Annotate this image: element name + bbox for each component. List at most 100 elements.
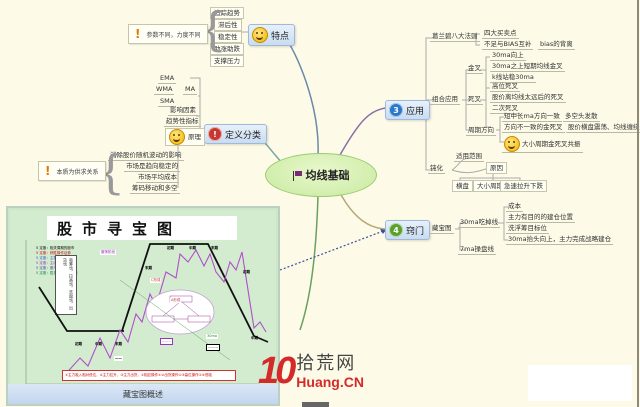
reason-item[interactable]: 大小周期: [473, 180, 507, 192]
note-features[interactable]: ! 参数不同，力度不同: [128, 24, 208, 44]
chart-annotation: ——: [114, 356, 123, 361]
legend-line: 5 定股：股市跨越结构: [36, 266, 71, 270]
ma-type[interactable]: EMA: [158, 74, 177, 84]
golden-cross[interactable]: 金叉: [466, 64, 483, 74]
golden-cross-item[interactable]: k线站稳30ma: [490, 73, 536, 83]
phase-label: 中期: [95, 342, 102, 346]
topic-features-label: 特点: [271, 31, 290, 42]
chart-annotation: --------: [206, 344, 221, 351]
legend-line: 5 定股：获胜操作证券: [36, 251, 71, 255]
principle-item[interactable]: 市场平均成本: [136, 173, 179, 183]
chart-annotation: A形成: [170, 298, 182, 303]
chart-annotation: 30ma: [206, 334, 219, 339]
death-cross-item[interactable]: 二次死叉: [490, 104, 520, 114]
period-item[interactable]: 方向不一致的金死叉: [502, 123, 565, 133]
window-border: [637, 0, 639, 407]
passivation-reason[interactable]: 原因: [486, 162, 507, 174]
death-cross-item[interactable]: 高位死叉: [490, 82, 520, 92]
granville-item[interactable]: 不足与BIAS互补: [482, 40, 534, 50]
feature-item[interactable]: 稳定性: [214, 31, 242, 43]
principle-label: 原理: [188, 133, 201, 141]
period-note[interactable]: 股价横盘震荡、均线缠绕: [566, 123, 640, 133]
death-cross-item[interactable]: 股价离均线太远后的死叉: [490, 93, 566, 103]
number-3-icon: 3: [389, 103, 403, 117]
principle-item[interactable]: 市场是趋向稳定的: [124, 162, 180, 172]
topic-application-label: 应用: [406, 106, 425, 117]
number-4-icon: 4: [389, 223, 403, 237]
logo-10: 10: [258, 350, 296, 392]
exclamation-icon: !: [45, 164, 51, 178]
principle-node[interactable]: 原理: [165, 128, 205, 146]
watermark-logo: 10 拾荒网 Huang.CN: [258, 352, 364, 390]
treasure-map-canvas: 股市寻宝图 5 定股：相关周期的股市 5 定股：获胜操作证券 5 定股：主要需要…: [10, 210, 276, 385]
legend-line: 5 定股：相关周期的股市: [36, 246, 75, 250]
period-item-label: 大小周期金死叉共振: [522, 139, 581, 148]
feature-item[interactable]: 支撑压力: [210, 55, 244, 67]
chart-annotation: C形成: [150, 278, 162, 283]
ma-label[interactable]: MA: [183, 85, 198, 95]
topic-definition[interactable]: ! 定义分类: [204, 124, 268, 144]
ma30-item[interactable]: 洗浮筹目标位: [506, 224, 549, 234]
combo-application[interactable]: 组合应用: [430, 95, 460, 105]
definition-item[interactable]: 趋势性指标: [164, 117, 201, 127]
principle-item[interactable]: 消除股价随机波动的影响: [108, 151, 184, 161]
topic-application[interactable]: 3 应用: [385, 100, 431, 120]
feature-item[interactable]: 助涨助跌: [210, 43, 244, 55]
phase-label: 初期: [167, 246, 174, 250]
flag-icon: [292, 170, 302, 181]
laugh-icon: [504, 136, 520, 152]
central-topic-label: 均线基础: [305, 169, 350, 182]
chart-annotation: 震荡阶段: [100, 250, 116, 255]
ma30-item[interactable]: 成本: [506, 202, 523, 212]
note-text: 参数不同，力度不同: [146, 31, 201, 39]
reason-item[interactable]: 急速拉升下跌: [500, 180, 547, 192]
ma30-item[interactable]: 主力有目的的建仓位置: [506, 213, 575, 223]
topic-trick-label: 窍门: [406, 226, 425, 237]
vertical-note: 吸筹也，拉高也，洗盘也，出货也: [55, 255, 77, 315]
granville-rules[interactable]: 葛兰碧八大法则: [430, 32, 480, 42]
market-cycle-chart: [61, 243, 269, 379]
ma7-line[interactable]: 7ma操盘线: [458, 245, 496, 255]
laugh-icon: [169, 129, 185, 145]
topic-trick[interactable]: 4 窍门: [385, 220, 431, 240]
principle-item[interactable]: 筹码移动和多空: [130, 184, 180, 194]
treasure-map-image[interactable]: 股市寻宝图 5 定股：相关周期的股市 5 定股：获胜操作证券 5 定股：主要需要…: [6, 206, 280, 406]
passivation-scope[interactable]: 适用范围: [454, 152, 484, 162]
definition-item[interactable]: 影响因素: [168, 106, 198, 116]
treasure-map-title: 股市寻宝图: [47, 216, 237, 240]
granville-item[interactable]: 四大买卖点: [482, 29, 519, 39]
phase-label: 初期: [75, 342, 82, 346]
watermark-name: 拾荒网: [296, 353, 357, 374]
feature-item[interactable]: 滞后性: [214, 19, 242, 31]
passivation[interactable]: 钝化: [428, 164, 445, 174]
scroll-stub: [302, 402, 329, 407]
ma30-line[interactable]: 30ma吃掉线: [458, 218, 501, 228]
reason-item[interactable]: 横盘: [452, 180, 473, 192]
note-principle[interactable]: ! 本质为供求关系: [38, 161, 106, 181]
period-direction[interactable]: 周期方向: [466, 126, 496, 136]
ma-type[interactable]: WMA: [154, 85, 175, 95]
bias-divergence[interactable]: bias的背离: [538, 40, 575, 50]
golden-cross-item[interactable]: 30ma向上: [490, 51, 526, 61]
feature-item[interactable]: 追踪趋势: [210, 7, 244, 19]
phase-label: 中期: [251, 336, 258, 340]
treasure-map-caption: 藏宝图概述: [8, 384, 278, 404]
number-1-icon: !: [208, 127, 222, 141]
phase-label: 末期: [115, 342, 122, 346]
death-cross[interactable]: 死叉: [466, 95, 483, 105]
ma-type[interactable]: SMA: [158, 97, 177, 107]
topic-features[interactable]: 特点: [248, 24, 296, 46]
treasure-map[interactable]: 藏宝图: [430, 224, 454, 234]
phase-label: 中期: [189, 246, 196, 250]
note-text: 本质为供求关系: [56, 168, 99, 176]
ma30-item[interactable]: 30ma抬头向上，主力完成战略建仓: [506, 235, 614, 245]
chart-annotation: -------: [160, 338, 173, 345]
central-topic[interactable]: 均线基础: [265, 153, 377, 197]
golden-cross-item[interactable]: 30ma之上短期均线金叉: [490, 62, 565, 72]
phase-label: 末期: [145, 266, 152, 270]
period-note[interactable]: 多空头发散: [563, 112, 600, 122]
period-item[interactable]: 短中长ma方向一致: [502, 112, 562, 122]
period-item[interactable]: 大小周期金死叉共振: [502, 136, 583, 153]
phase-label: 初期: [243, 270, 250, 274]
watermark-domain: Huang.CN: [296, 374, 364, 390]
